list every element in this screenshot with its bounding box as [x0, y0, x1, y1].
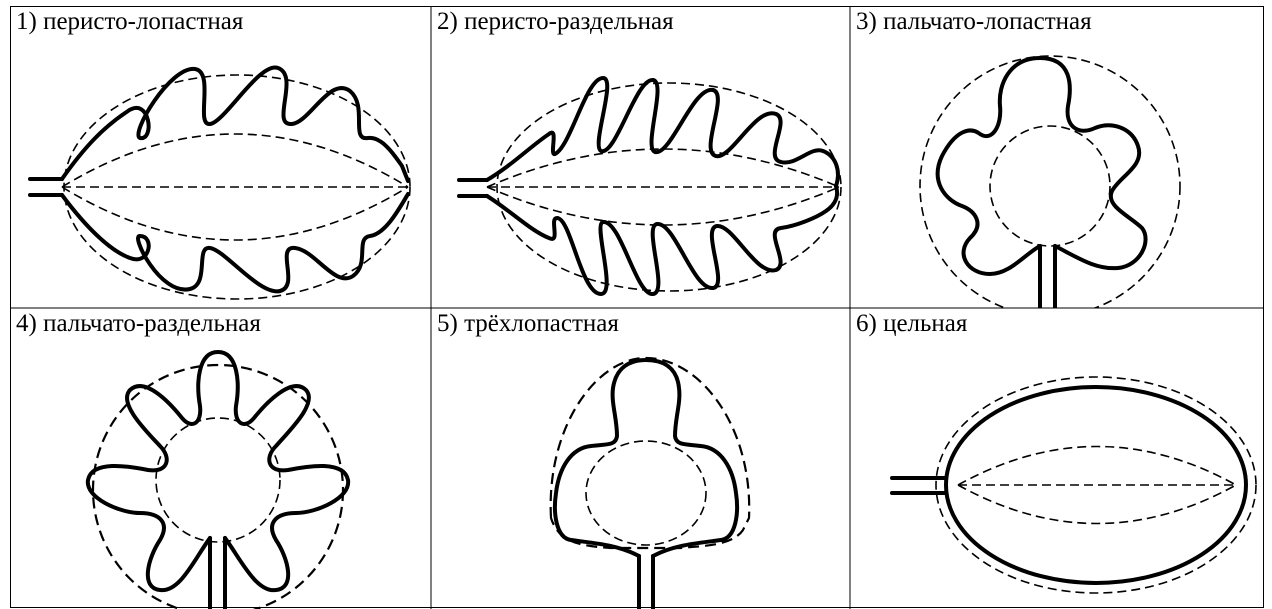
cell-pinnately-lobed: 1) перисто-лопастная — [10, 6, 431, 308]
palmately-partite-leaf-icon — [85, 350, 351, 609]
entire-leaf-icon — [890, 376, 1257, 594]
pinnately-lobed-leaf-icon — [28, 65, 411, 300]
cell-caption: 6) цельная — [856, 310, 968, 337]
pinnately-partite-leaf-icon — [457, 76, 842, 296]
cell-palmately-partite: 4) пальчато-раздельная — [10, 308, 431, 609]
cell-entire: 6) цельная — [850, 308, 1264, 609]
trilobed-leaf-icon — [549, 356, 751, 609]
cell-caption: 1) перисто-лопастная — [16, 8, 244, 35]
cell-trilobed: 5) трёхлопастная — [431, 308, 850, 609]
cell-caption: 2) перисто-раздельная — [437, 8, 674, 35]
palmately-lobed-leaf-icon — [919, 55, 1181, 308]
cell-palmately-lobed: 3) пальчато-лопастная — [850, 6, 1264, 308]
cell-caption: 3) пальчато-лопастная — [856, 8, 1092, 35]
cell-pinnately-partite: 2) перисто-раздельная — [431, 6, 850, 308]
cell-caption: 4) пальчато-раздельная — [16, 310, 261, 337]
cell-caption: 5) трёхлопастная — [437, 310, 619, 337]
leaf-shapes-table: 1) перисто-лопастная 2) перисто-раздельн… — [10, 6, 1264, 609]
